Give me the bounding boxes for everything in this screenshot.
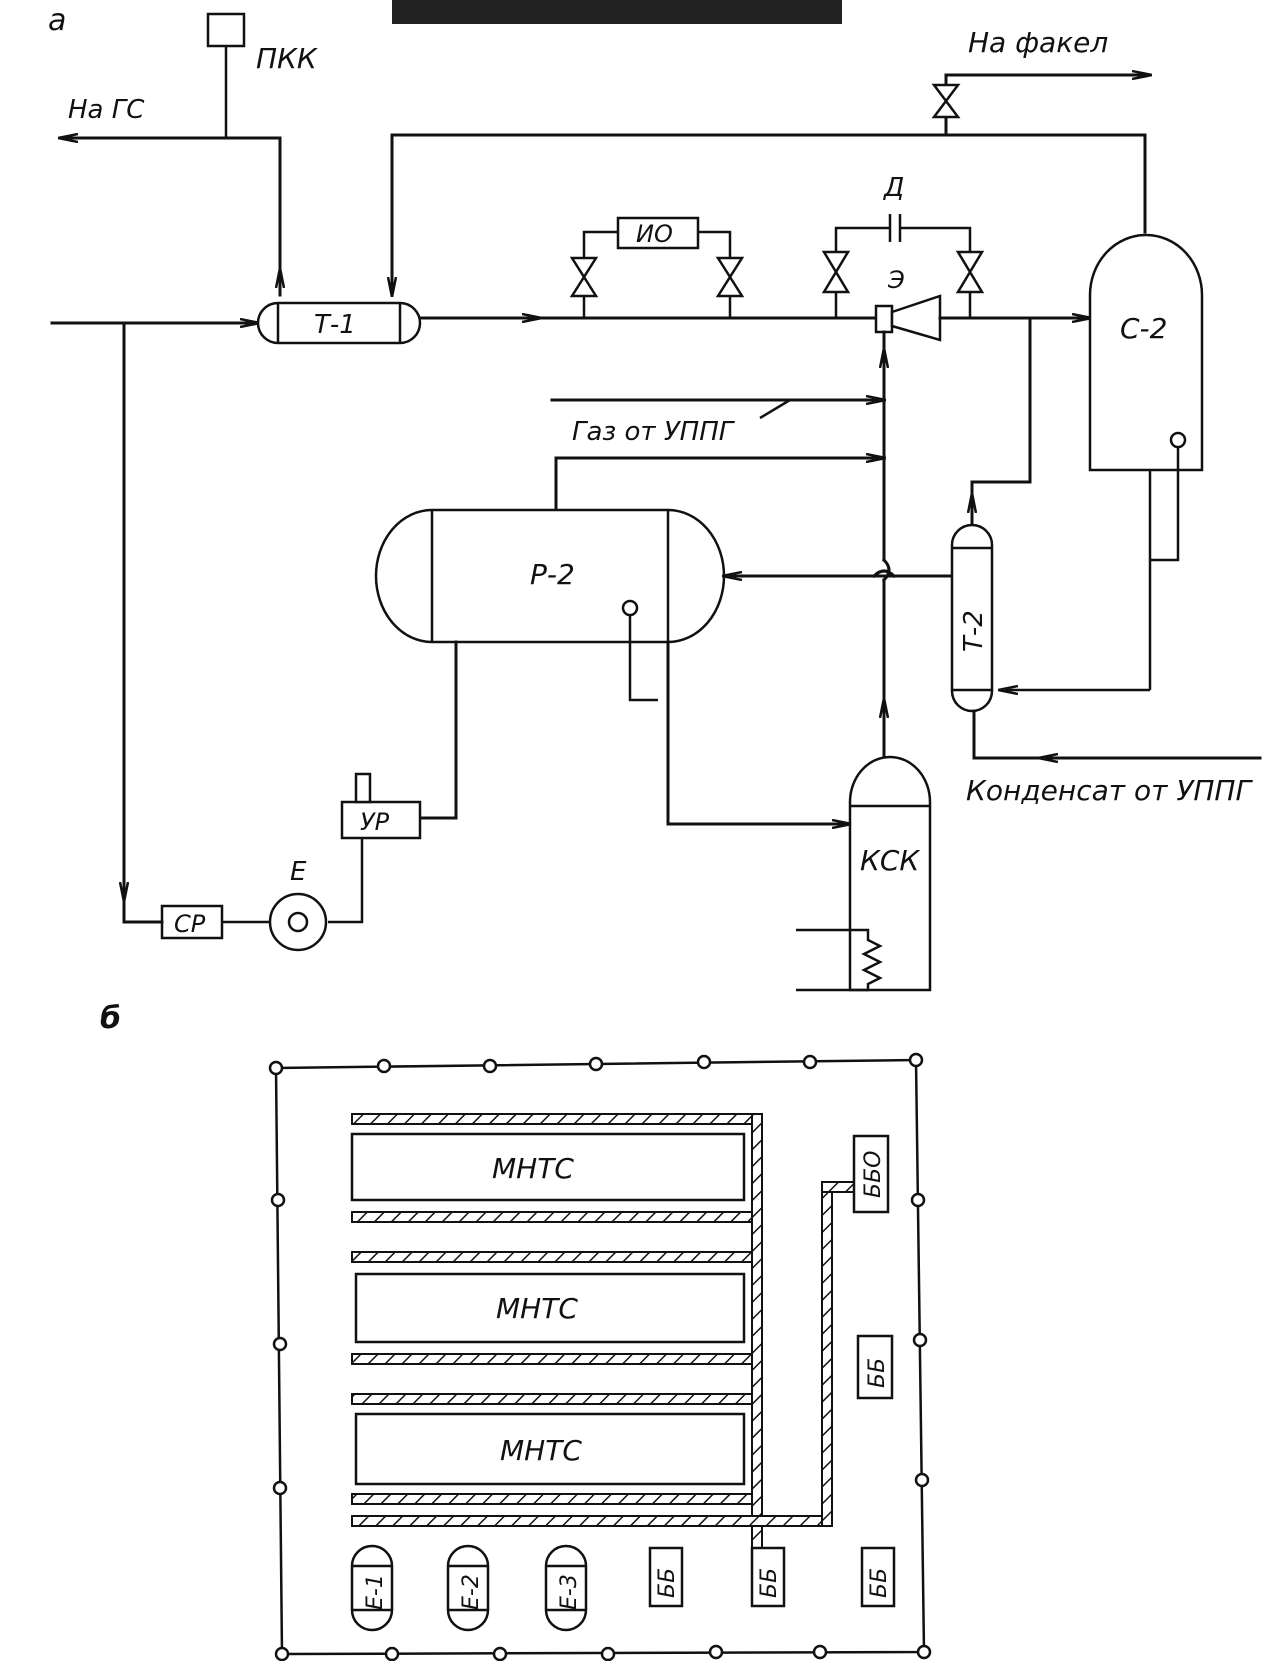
hatched-walls (351, 1113, 855, 1581)
fence-posts (268, 1052, 932, 1661)
bb-box (750, 1546, 786, 1608)
io-box (616, 216, 700, 250)
gaz-ot-uppg-label: Газ от УППГ (572, 417, 736, 447)
na-fakel-label: На факел (968, 26, 1108, 59)
separator-c2 (1088, 233, 1204, 472)
bb1-label: ББ (655, 1568, 680, 1598)
d-label: Д (883, 173, 904, 203)
e3-label: Е-3 (557, 1574, 582, 1610)
e1-label: Е-1 (363, 1574, 388, 1610)
bb-box (856, 1334, 894, 1400)
mnts-block (354, 1412, 746, 1486)
kondensat-label: Конденсат от УППГ (966, 774, 1253, 807)
t2-label: Т-2 (959, 610, 989, 652)
pump-e-label: Е (290, 857, 307, 887)
ur-label: УР (360, 808, 390, 836)
ur-box (340, 800, 422, 840)
valve-icon (955, 250, 985, 294)
bbo-box (852, 1134, 890, 1214)
valve-icon (821, 250, 851, 294)
r2-label: Р-2 (530, 558, 575, 591)
mnts-label-2: МНТС (496, 1292, 578, 1325)
valve-icon (569, 256, 599, 298)
mnts-block (350, 1132, 746, 1202)
scan-smudge (392, 0, 842, 24)
heat-exchanger-t1 (256, 301, 422, 345)
valve-icon (715, 256, 745, 298)
bb3-label: ББ (867, 1568, 892, 1598)
ksk-vessel (848, 755, 932, 992)
bbo-label: ББО (861, 1150, 886, 1198)
ejector-icon (890, 294, 942, 342)
cr-label: СР (174, 910, 206, 938)
bb-box (860, 1546, 896, 1608)
pkk-label: ПКК (256, 42, 318, 75)
recycle-line (390, 133, 1147, 297)
mnts-block (354, 1272, 746, 1344)
c2-label: С-2 (1120, 312, 1167, 345)
ejector-label: Э (887, 266, 905, 294)
pkk-box (206, 12, 246, 48)
t1-label: Т-1 (314, 310, 356, 340)
ejector-nozzle (874, 304, 894, 334)
flare-valve-icon (931, 83, 961, 119)
part-b-letter: б (100, 1001, 121, 1036)
heater-coil-icon (796, 928, 883, 992)
na-gs-label: На ГС (68, 95, 145, 125)
mnts-label-3: МНТС (500, 1434, 582, 1467)
part-a-letter: а (48, 3, 66, 38)
bb2-label: ББ (757, 1568, 782, 1598)
condensate-line (972, 709, 1262, 760)
io-label: ИО (636, 220, 673, 248)
bb-right-label: ББ (865, 1358, 890, 1388)
ksk-label: КСК (860, 844, 920, 877)
e2-label: Е-2 (459, 1574, 484, 1610)
heat-exchanger-t2 (950, 523, 994, 713)
mnts-label-1: МНТС (492, 1152, 574, 1185)
bb-box (648, 1546, 684, 1608)
